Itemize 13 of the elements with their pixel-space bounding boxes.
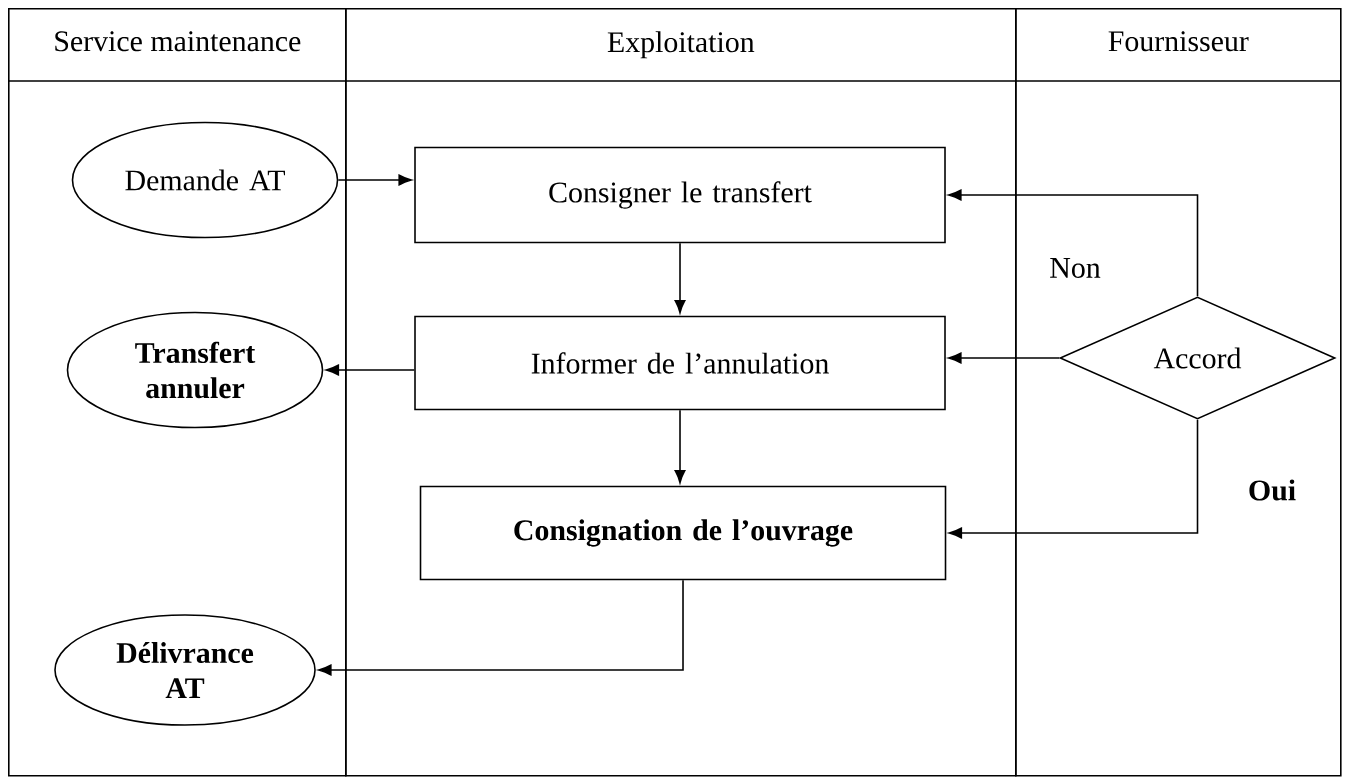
edge-label: Non: [1045, 254, 1105, 282]
arrow: [674, 242, 686, 314]
arrow: [948, 352, 1060, 364]
arrow: [948, 189, 1199, 297]
arrow: [674, 409, 686, 484]
process-box: Informer de l’annulation: [414, 315, 946, 411]
arrow: [337, 174, 412, 186]
process-box: Consignation de l’ouvrage: [419, 485, 947, 581]
arrow: [948, 419, 1199, 539]
arrow: [318, 579, 684, 676]
edge-label: Oui: [1244, 475, 1300, 505]
arrow: [325, 364, 415, 376]
process-box: Consigner le transfert: [414, 146, 946, 244]
